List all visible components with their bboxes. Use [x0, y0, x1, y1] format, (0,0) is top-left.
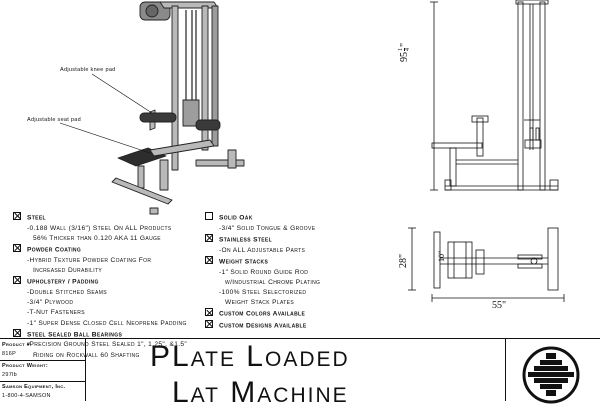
spec-detail-line: 56% Thicker than 0.120 AKA 11 Gauge [33, 234, 161, 242]
spec-heading-label: Steel Sealed Ball Bearings [27, 331, 123, 339]
spec-heading: Steel [13, 212, 213, 224]
product-title-line2: Lat Machine [172, 376, 349, 409]
height-unit: " [398, 42, 410, 47]
seat-pad-callout: Adjustable seat pad [27, 117, 82, 123]
spec-heading-label: Steel [27, 214, 46, 222]
spec-heading-label: Upholstery / Padding [27, 278, 99, 286]
spec-heading-label: Custom Colors Available [219, 310, 306, 318]
checked-box-icon [205, 320, 213, 329]
checked-box-icon [13, 276, 21, 285]
company-phone: 1-800-4-SAMSON [2, 393, 51, 399]
spec-heading: Stainless Steel [205, 233, 395, 246]
height-whole: 95 [398, 52, 410, 62]
product-weight-value: 297lb [2, 372, 17, 378]
product-title-line1: PLate Loaded [150, 340, 350, 373]
samson-logo-icon [522, 346, 580, 404]
spec-detail-line: -1" Solid Round Guide Rod [219, 268, 309, 276]
spec-heading-label: Solid Oak [219, 214, 253, 222]
spec-list-left: Steel -0.188 Wall (3/16") Steel On ALL Pr… [13, 212, 213, 361]
product-weight-label: Product Weight: [2, 363, 49, 369]
spec-heading-label: Custom Designs Available [219, 322, 307, 330]
seat-width-dimension: 10" [437, 250, 446, 262]
checked-box-icon [205, 255, 213, 264]
checked-box-icon [205, 308, 213, 317]
spec-heading: Weight Stacks [205, 255, 395, 268]
logo-divider [505, 339, 506, 401]
width-dimension: 55" [492, 300, 507, 311]
spec-detail-line: -Precision Ground Steel Sealed 1", 1.25"… [27, 341, 188, 349]
spec-heading-label: Weight Stacks [219, 258, 269, 266]
checked-box-icon [13, 244, 21, 253]
spec-detail-line: -T-Nut Fasteners [27, 309, 85, 317]
title-block-divider [0, 360, 85, 361]
spec-detail-line: -0.188 Wall (3/16") Steel On ALL Product… [27, 224, 172, 232]
height-fraction-den: 4 [405, 48, 411, 51]
spec-heading: Upholstery / Padding [13, 276, 213, 288]
spec-detail-line: -1" Super Dense Closed Cell Neoprene Pad… [27, 319, 187, 327]
spec-heading-label: Powder Coating [27, 246, 82, 254]
knee-pad-callout: Adjustable knee pad [60, 67, 116, 73]
spec-detail-line: -3/4" Solid Tongue & Groove [219, 224, 316, 232]
spec-heading-label: Stainless Steel [219, 236, 273, 244]
depth-dimension: 28" [398, 253, 409, 268]
top-plan-drawing [408, 227, 565, 302]
knee-pad-leader-line [59, 73, 153, 154]
isometric-machine-drawing [111, 1, 245, 215]
spec-heading: Custom Colors Available [205, 308, 395, 320]
spec-detail-line: -Hybrid Texture Powder Coating For [27, 256, 152, 264]
spec-heading: Solid Oak [205, 212, 395, 224]
spec-heading: Powder Coating [13, 244, 213, 256]
title-block: Product # 816P Product Weight: 297lb Sam… [0, 338, 600, 409]
company-name: Samson Equipment, Inc. [2, 384, 66, 390]
spec-detail-line: Riding on Rockwall 60 Shafting [33, 351, 140, 359]
product-number-value: 816P [2, 351, 17, 357]
spec-detail-line: -3/4" Plywood [27, 299, 74, 307]
spec-heading: Custom Designs Available [205, 320, 395, 332]
spec-detail-line: -On ALL Adjustable Parts [219, 246, 306, 254]
spec-detail-line: -100% Steel Selectorized [219, 288, 307, 296]
title-block-info: Product # 816P Product Weight: 297lb Sam… [0, 339, 86, 401]
checked-box-icon [13, 212, 21, 220]
spec-heading: Steel Sealed Ball Bearings [13, 328, 213, 341]
checked-box-icon [205, 233, 213, 242]
spec-detail-line: Weight Stack Plates [225, 299, 295, 307]
spec-detail-line: -Double Stitched Seams [27, 288, 107, 296]
spec-detail-line: w/Industrial Chrome Plating [225, 278, 321, 286]
title-block-divider [0, 381, 85, 382]
spec-detail-line: Increased Durability [33, 267, 103, 275]
product-number-label: Product # [2, 342, 31, 348]
checked-box-icon [13, 328, 21, 337]
unchecked-box-icon [205, 212, 213, 220]
height-fraction-num: 1 [398, 48, 405, 51]
side-elevation-drawing [430, 0, 559, 191]
